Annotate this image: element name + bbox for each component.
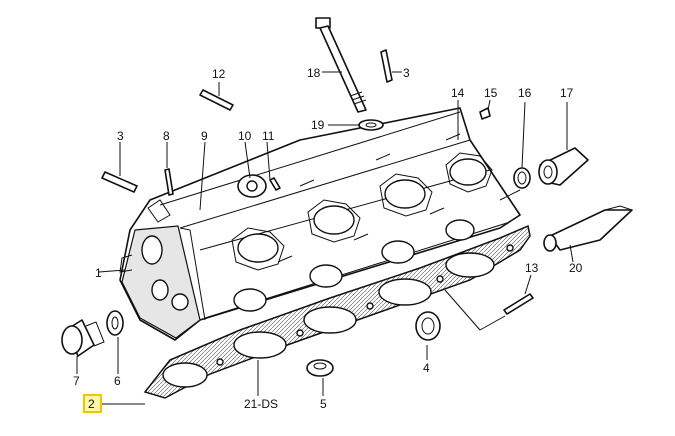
label-part-19[interactable]: 19 xyxy=(311,118,325,132)
label-part-9[interactable]: 9 xyxy=(201,129,208,143)
label-part-10[interactable]: 10 xyxy=(238,129,252,143)
label-part-17[interactable]: 17 xyxy=(560,86,574,100)
label-part-5[interactable]: 5 xyxy=(320,397,327,411)
label-part-3-top[interactable]: 3 xyxy=(403,66,410,80)
dowel-pin-top xyxy=(380,49,393,83)
label-part-14[interactable]: 14 xyxy=(451,86,465,100)
sensor-10 xyxy=(237,174,267,198)
label-part-20[interactable]: 20 xyxy=(569,261,583,275)
label-part-7[interactable]: 7 xyxy=(73,374,80,388)
label-part-4[interactable]: 4 xyxy=(423,361,430,375)
callout-labels: 1 2 3 3 4 5 6 7 8 9 10 11 12 13 14 15 16… xyxy=(73,66,583,411)
stud-8 xyxy=(164,168,174,196)
label-part-6[interactable]: 6 xyxy=(114,374,121,388)
screw-15 xyxy=(479,107,491,120)
seal-ring-4 xyxy=(415,311,441,341)
label-part-2[interactable]: 2 xyxy=(88,397,95,411)
label-part-13[interactable]: 13 xyxy=(525,261,539,275)
label-part-1[interactable]: 1 xyxy=(95,266,102,280)
label-part-8[interactable]: 8 xyxy=(163,129,170,143)
label-part-18[interactable]: 18 xyxy=(307,66,321,80)
leader-lines xyxy=(76,71,574,405)
dowel-pin-left xyxy=(101,171,138,193)
thermostat-housing xyxy=(538,147,589,186)
label-part-3-left[interactable]: 3 xyxy=(117,129,124,143)
label-part-16[interactable]: 16 xyxy=(518,86,532,100)
selected-part-highlight[interactable] xyxy=(83,394,102,413)
stud-12 xyxy=(199,89,234,111)
head-bolt xyxy=(315,17,367,113)
seal-ring-5 xyxy=(306,359,334,377)
head-gasket xyxy=(143,224,531,399)
plug-7 xyxy=(61,319,105,357)
sealant-tube xyxy=(543,205,633,252)
label-part-21-ds[interactable]: 21-DS xyxy=(244,397,278,411)
stud-11 xyxy=(269,177,281,191)
label-part-11[interactable]: 11 xyxy=(262,129,275,143)
o-ring-16 xyxy=(513,167,531,189)
label-part-15[interactable]: 15 xyxy=(484,86,498,100)
label-part-12[interactable]: 12 xyxy=(212,67,226,81)
stud-13 xyxy=(503,293,534,315)
bolt-washer xyxy=(358,119,384,131)
cylinder-head xyxy=(119,107,521,341)
washer-6 xyxy=(106,310,124,336)
